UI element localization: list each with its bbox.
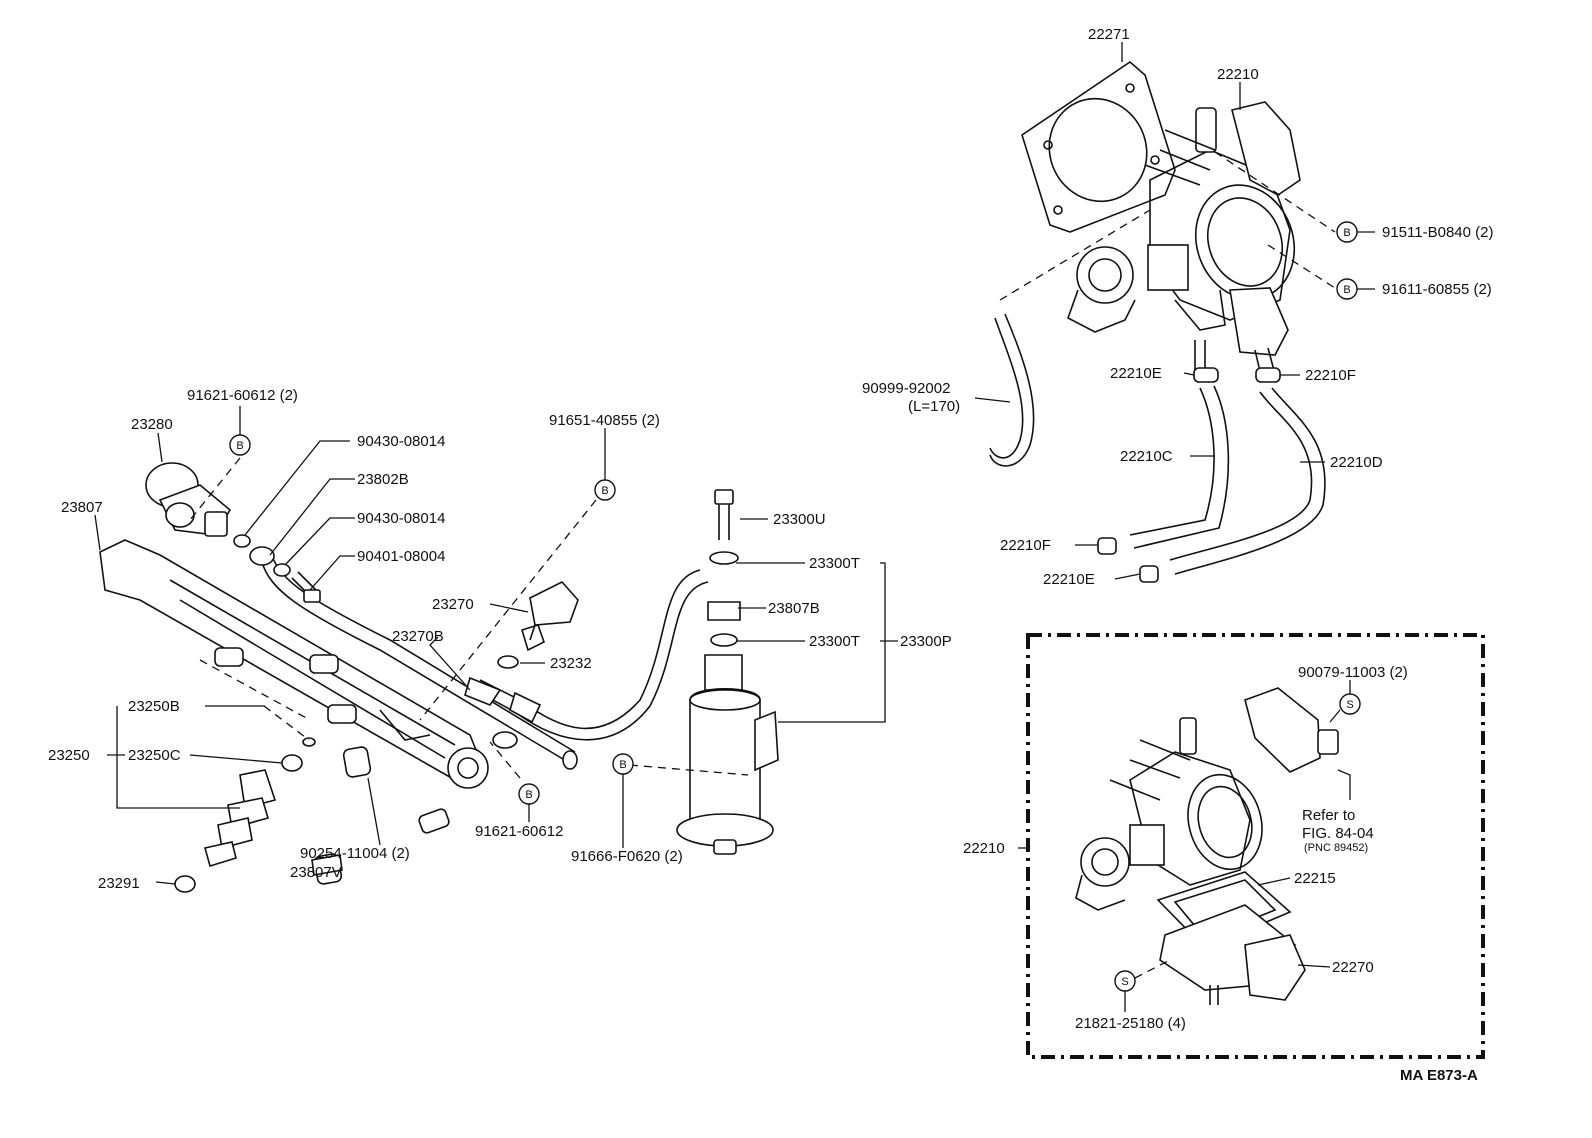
cap-23291 bbox=[174, 875, 196, 893]
label-23807V: 23807V bbox=[290, 864, 342, 881]
label-90401: 90401-08004 bbox=[357, 548, 445, 565]
label-22210D: 22210D bbox=[1330, 454, 1383, 471]
marker-b-91511: B bbox=[1336, 221, 1358, 243]
oring-23250B bbox=[302, 737, 316, 747]
throttle-body-detail bbox=[1075, 717, 1306, 1005]
marker-b-91621-bottom: B bbox=[518, 783, 540, 805]
diagram-code: MA E873-A bbox=[1400, 1067, 1478, 1084]
label-23250B: 23250B bbox=[128, 698, 180, 715]
label-23807B: 23807B bbox=[768, 600, 820, 617]
label-22271: 22271 bbox=[1088, 26, 1130, 43]
figure-reference: FIG. 84-04 bbox=[1302, 825, 1374, 842]
pnc-reference: (PNC 89452) bbox=[1304, 842, 1368, 854]
oring-23232 bbox=[497, 655, 519, 669]
marker-s-90079: S bbox=[1339, 693, 1361, 715]
label-23280: 23280 bbox=[131, 416, 173, 433]
hose-22210C bbox=[1129, 385, 1230, 549]
marker-b-91621-top: B bbox=[229, 434, 251, 456]
hose-90999 bbox=[989, 313, 1035, 467]
svg-text:B: B bbox=[1343, 227, 1350, 239]
label-23300T-a: 23300T bbox=[809, 555, 860, 572]
label-90254: 90254-11004 (2) bbox=[300, 845, 410, 862]
label-90430-b: 90430-08014 bbox=[357, 510, 445, 527]
marker-b-91651: B bbox=[594, 479, 616, 501]
label-91511: 91511-B0840 (2) bbox=[1382, 224, 1493, 241]
marker-b-91611: B bbox=[1336, 278, 1358, 300]
label-91621-bottom: 91621-60612 bbox=[475, 823, 563, 840]
marker-b-91666: B bbox=[612, 753, 634, 775]
svg-text:B: B bbox=[236, 440, 243, 452]
label-22210F-top: 22210F bbox=[1305, 367, 1356, 384]
label-22210-top: 22210 bbox=[1217, 66, 1259, 83]
gasket-22271 bbox=[1021, 60, 1176, 233]
refer-to-label: Refer to bbox=[1302, 807, 1355, 824]
svg-text:B: B bbox=[525, 789, 532, 801]
label-22210F-bottom: 22210F bbox=[1000, 537, 1051, 554]
label-22210-box: 22210 bbox=[963, 840, 1005, 857]
label-22210C: 22210C bbox=[1120, 448, 1173, 465]
label-23250C: 23250C bbox=[128, 747, 181, 764]
gasket-90430-a bbox=[233, 534, 251, 548]
insulator-23807V-top bbox=[311, 854, 343, 876]
label-21821: 21821-25180 (4) bbox=[1075, 1015, 1186, 1032]
label-23300T-b: 23300T bbox=[809, 633, 860, 650]
label-91666: 91666-F0620 (2) bbox=[571, 848, 683, 865]
label-23270B: 23270B bbox=[392, 628, 444, 645]
pressure-sensor-23280 bbox=[145, 462, 232, 537]
label-91611: 91611-60855 (2) bbox=[1382, 281, 1492, 298]
gasket-90430-b bbox=[273, 563, 291, 577]
label-23270: 23270 bbox=[432, 596, 474, 613]
label-90999-length: (L=170) bbox=[908, 398, 960, 415]
label-23300U: 23300U bbox=[773, 511, 826, 528]
label-22210E-bottom: 22210E bbox=[1043, 571, 1095, 588]
label-22210E-top: 22210E bbox=[1110, 365, 1162, 382]
insulator-90254 bbox=[342, 746, 372, 778]
label-91621-top: 91621-60612 (2) bbox=[187, 387, 298, 404]
svg-text:B: B bbox=[601, 485, 608, 497]
fuel-rail-23807 bbox=[99, 539, 489, 834]
tps-sensor-89452 bbox=[1244, 687, 1339, 773]
injector-23250 bbox=[204, 769, 277, 868]
hose-23270B bbox=[464, 569, 709, 749]
label-90430-a: 90430-08014 bbox=[357, 433, 445, 450]
label-91651: 91651-40855 (2) bbox=[549, 412, 660, 429]
label-23807: 23807 bbox=[61, 499, 103, 516]
svg-text:S: S bbox=[1346, 699, 1353, 711]
svg-text:B: B bbox=[619, 759, 626, 771]
label-22215: 22215 bbox=[1294, 870, 1336, 887]
pressure-regulator-23270 bbox=[521, 581, 579, 652]
label-23232: 23232 bbox=[550, 655, 592, 672]
label-23291: 23291 bbox=[98, 875, 140, 892]
label-90079: 90079-11003 (2) bbox=[1298, 664, 1408, 681]
label-23802B: 23802B bbox=[357, 471, 409, 488]
oring-23250C bbox=[281, 754, 303, 772]
fuel-filter-23300P bbox=[676, 489, 779, 855]
clamps bbox=[1097, 367, 1281, 583]
label-23300P: 23300P bbox=[900, 633, 952, 650]
svg-text:S: S bbox=[1121, 976, 1128, 988]
throttle-body-detail-box bbox=[1026, 633, 1485, 1059]
svg-text:B: B bbox=[1343, 284, 1350, 296]
label-90999: 90999-92002 bbox=[862, 380, 950, 397]
label-22270: 22270 bbox=[1332, 959, 1374, 976]
marker-s-21821: S bbox=[1114, 970, 1136, 992]
throttle-body-22210 bbox=[1067, 101, 1301, 381]
label-23250: 23250 bbox=[48, 747, 90, 764]
hose-22210D bbox=[1169, 387, 1326, 575]
